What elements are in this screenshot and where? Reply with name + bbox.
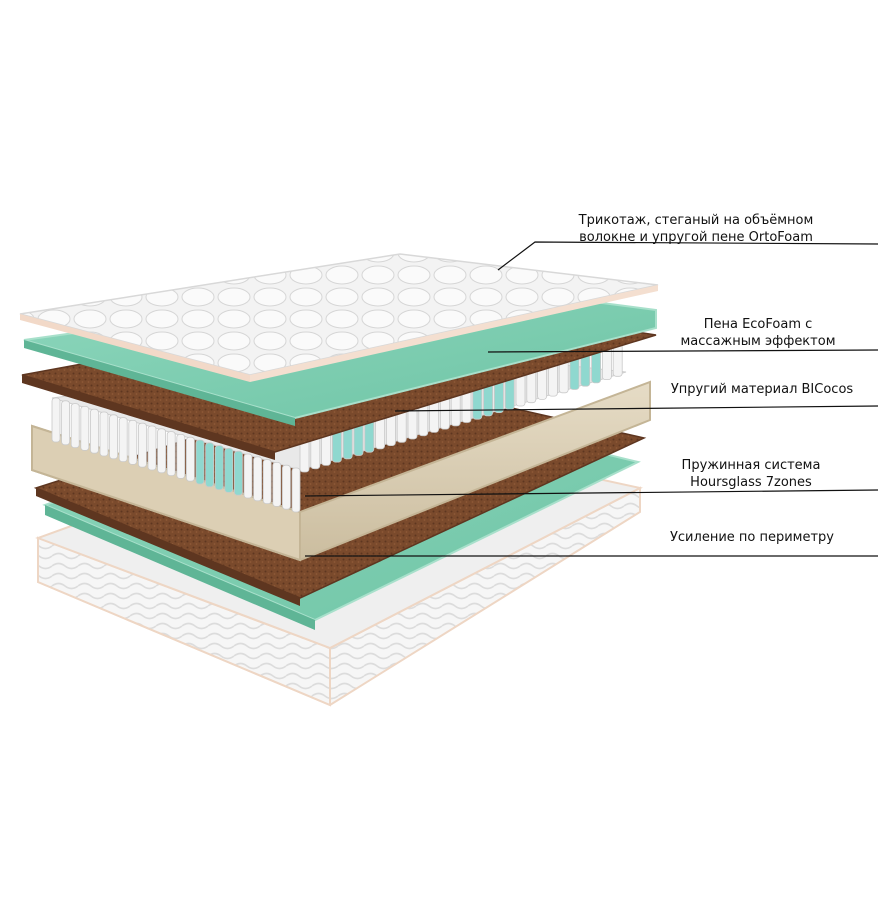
label-springs: Пружинная система Hoursglass 7zones: [682, 457, 821, 491]
spring-pocket: [90, 408, 99, 454]
spring-pocket: [70, 403, 80, 449]
label-perimeter-line-1: Усиление по периметру: [669, 530, 835, 545]
spring-pocket: [118, 417, 128, 463]
spring-pocket: [291, 467, 301, 513]
spring-pocket: [233, 450, 243, 496]
label-knit: Трикотаж, стеганый на объёмном волокне и…: [579, 212, 814, 246]
spring-pocket: [281, 464, 291, 510]
spring-pocket: [109, 414, 118, 460]
leader-line-knit: [497, 241, 879, 271]
spring-pocket: [195, 439, 205, 485]
label-perimeter: Усиление по периметру: [670, 529, 834, 546]
label-ecofoam-line-2: массажным эффектом: [680, 334, 836, 349]
label-springs-line-2: Hoursglass 7zones: [690, 475, 812, 490]
spring-pocket: [147, 425, 157, 471]
spring-pocket: [137, 422, 147, 468]
spring-pocket: [262, 459, 272, 505]
label-ecofoam: Пена EcoFoam с массажным эффектом: [681, 316, 836, 350]
spring-pocket: [99, 411, 109, 457]
spring-pocket: [253, 456, 263, 502]
label-bicocos: Упругий материал BICocos: [671, 381, 853, 398]
leader-line-bicocos: [394, 405, 879, 412]
spring-pocket: [80, 405, 90, 451]
label-springs-line-1: Пружинная система: [681, 458, 821, 473]
leader-line-ecofoam: [487, 349, 879, 353]
label-bicocos-line-1: Упругий материал BICocos: [670, 382, 854, 397]
top-knit-layer: [19, 253, 659, 382]
spring-pocket: [128, 419, 138, 465]
spring-pocket: [272, 461, 282, 507]
spring-pocket: [224, 447, 234, 493]
spring-pocket: [51, 397, 61, 443]
spring-pocket: [176, 433, 186, 479]
spring-pocket: [243, 453, 253, 499]
perimeter-frame: [31, 380, 651, 562]
spring-pocket: [185, 436, 195, 482]
label-knit-line-1: Трикотаж, стеганый на объёмном: [578, 213, 814, 228]
spring-pocket: [61, 400, 70, 446]
label-knit-line-2: волокне и упругой пене OrtoFoam: [579, 230, 813, 245]
leader-lines: [304, 241, 879, 557]
spring-pocket: [166, 431, 176, 477]
spring-pocket: [214, 445, 224, 491]
label-ecofoam-line-1: Пена EcoFoam с: [703, 317, 813, 332]
spring-pocket: [157, 428, 167, 474]
spring-pocket: [205, 442, 215, 488]
leader-line-springs: [304, 489, 879, 497]
